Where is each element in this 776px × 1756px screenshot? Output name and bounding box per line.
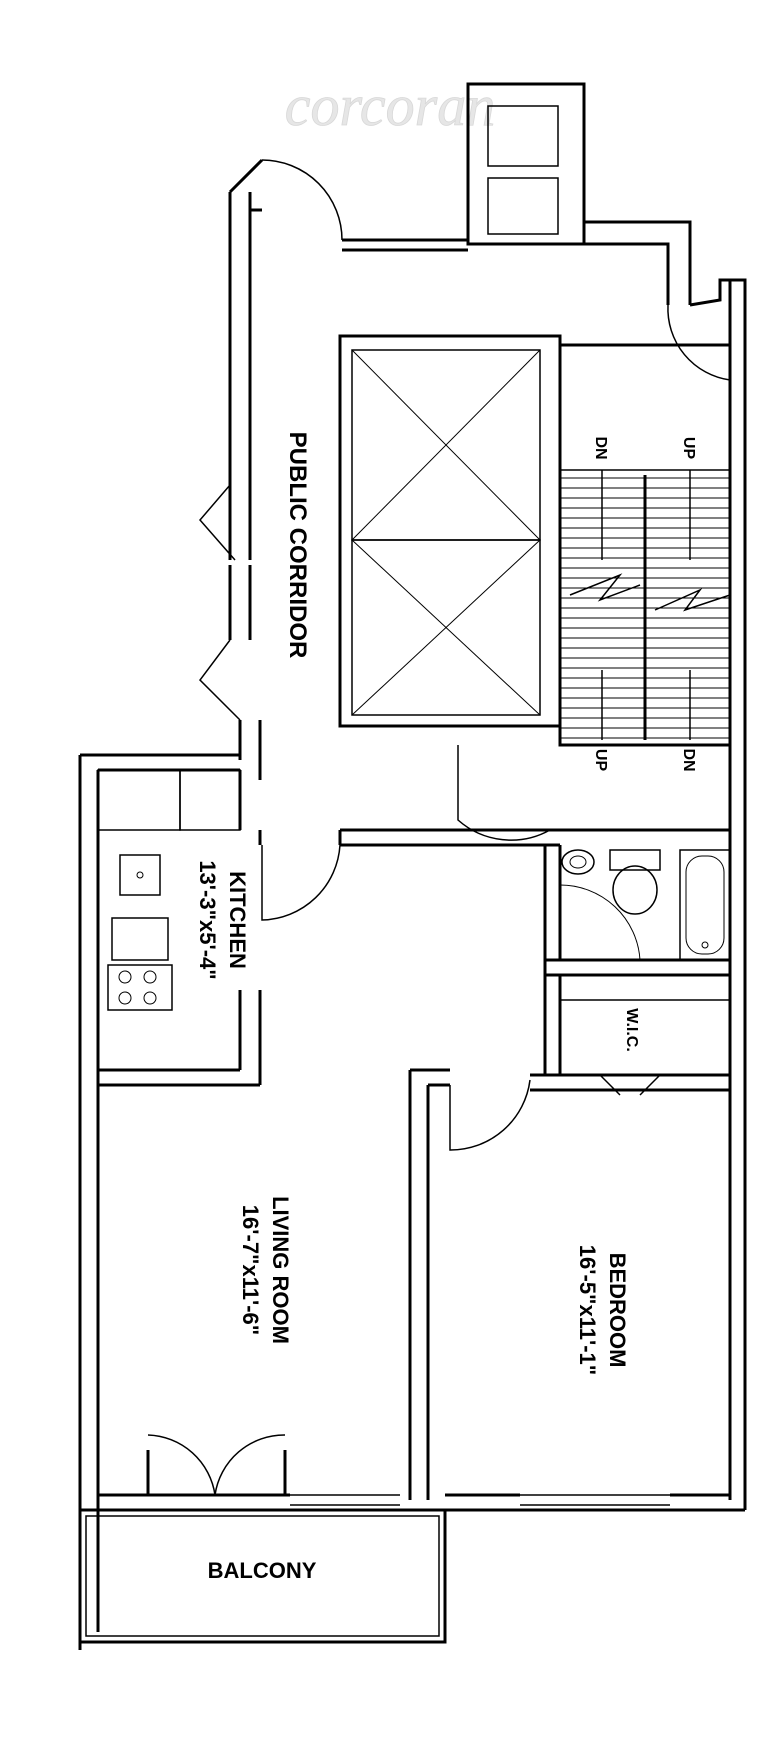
kitchen-label: KITCHEN [225, 871, 250, 969]
bedroom-size: 16'-5"x11'-1" [575, 1245, 600, 1375]
balcony-label: BALCONY [208, 1558, 317, 1583]
living-room-label: LIVING ROOM [268, 1196, 293, 1344]
stair-door-swing [457, 745, 551, 841]
balcony [78, 1508, 447, 1644]
stair-label-dn-top: DN [592, 436, 609, 459]
stair-label-up-bottom: UP [592, 749, 609, 772]
corcoran-watermark: corcoran [285, 73, 495, 138]
stairwell [558, 343, 732, 747]
wic-label: W.I.C. [623, 1008, 640, 1052]
bedroom-label: BEDROOM [605, 1253, 630, 1368]
stair-label-dn-bottom: DN [680, 748, 697, 771]
stair-label-up-top: UP [680, 437, 697, 460]
elevator-shaft [466, 82, 586, 246]
apartment-walls [78, 753, 745, 1650]
public-corridor-label: PUBLIC CORRIDOR [284, 432, 311, 659]
elevators [338, 334, 562, 728]
kitchen-size: 13'-3"x5'-4" [195, 860, 220, 979]
living-room-size: 16'-7"x11'-6" [238, 1205, 263, 1335]
